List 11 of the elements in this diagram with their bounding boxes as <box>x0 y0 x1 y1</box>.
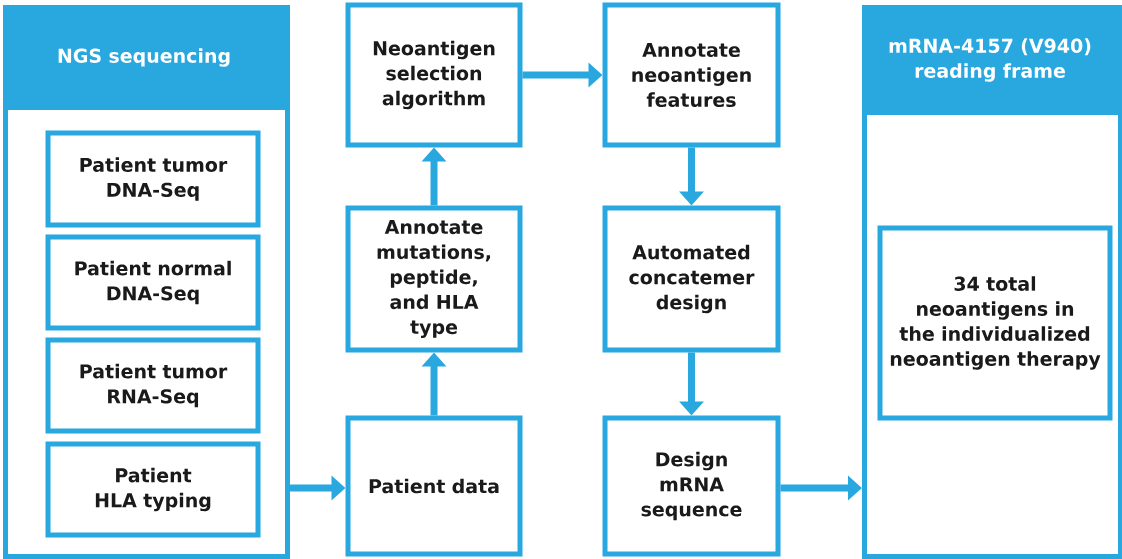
item-box: Patient tumor DNA-Seq <box>45 130 261 228</box>
step-box: Neoantigen selection algorithm <box>345 2 523 148</box>
step-box: Automated concatemer design <box>602 205 781 353</box>
step-box: Design mRNA sequence <box>602 415 781 557</box>
item-box: Patient tumor RNA-Seq <box>45 337 261 434</box>
step-box: Annotate neoantigen features <box>602 2 781 148</box>
item-box: Patient normal DNA-Seq <box>45 234 261 331</box>
step-box: Annotate mutations, peptide, and HLA type <box>345 205 523 353</box>
step-box: Patient data <box>345 415 523 557</box>
item-box: 34 total neoantigens in the individualized neoantigen therapy <box>877 225 1113 421</box>
item-box: Patient HLA typing <box>45 441 261 538</box>
